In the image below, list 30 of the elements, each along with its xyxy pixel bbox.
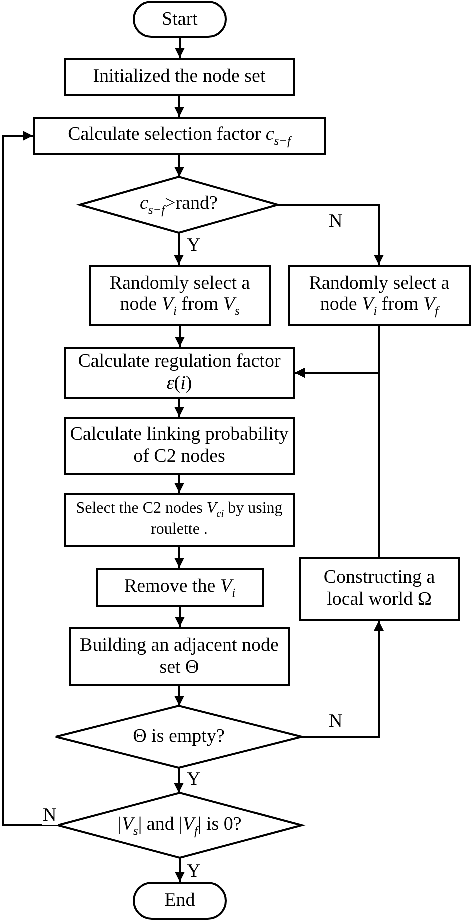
arrow (174, 475, 184, 493)
terminal-box: End (133, 882, 227, 920)
process-box: Remove the V$_{i}$ (96, 568, 264, 607)
arrow (295, 368, 380, 557)
process-box: Constructing a local world Ω (299, 557, 460, 621)
arrow (175, 326, 185, 347)
process-box: Calculate regulation factor ε(i) (64, 347, 295, 399)
process-box: Calculate selection factor c$_{s−f}$ (33, 117, 326, 155)
arrow (174, 547, 184, 568)
process-box: Randomly select a node V$_{i}$ from V$_{f}$ (288, 265, 471, 326)
arrow (174, 686, 184, 706)
process-box: Initialized the node set (64, 58, 295, 96)
arrow (302, 621, 384, 738)
terminal-box: Start (133, 1, 227, 38)
process-box: Randomly select a node V$_{i}$ from V$_{s}$ (89, 265, 271, 326)
arrow (174, 96, 184, 117)
process-box: Calculate linking probability of C2 nodes (64, 417, 295, 475)
arrow (174, 399, 184, 417)
arrow (278, 204, 384, 265)
process-box: Building an adjacent node set Θ (69, 627, 290, 686)
arrow (174, 768, 184, 793)
arrow (174, 233, 184, 265)
arrow (2, 131, 58, 826)
decision-diamond: Θ is empty? (56, 706, 302, 768)
process-box: Select the C2 nodes V$_{ci}$ by using roulette . (64, 493, 295, 547)
arrow (175, 858, 185, 882)
arrow (175, 607, 185, 627)
edge-label: N (42, 806, 58, 825)
arrow (174, 155, 184, 177)
arrow (175, 38, 185, 58)
